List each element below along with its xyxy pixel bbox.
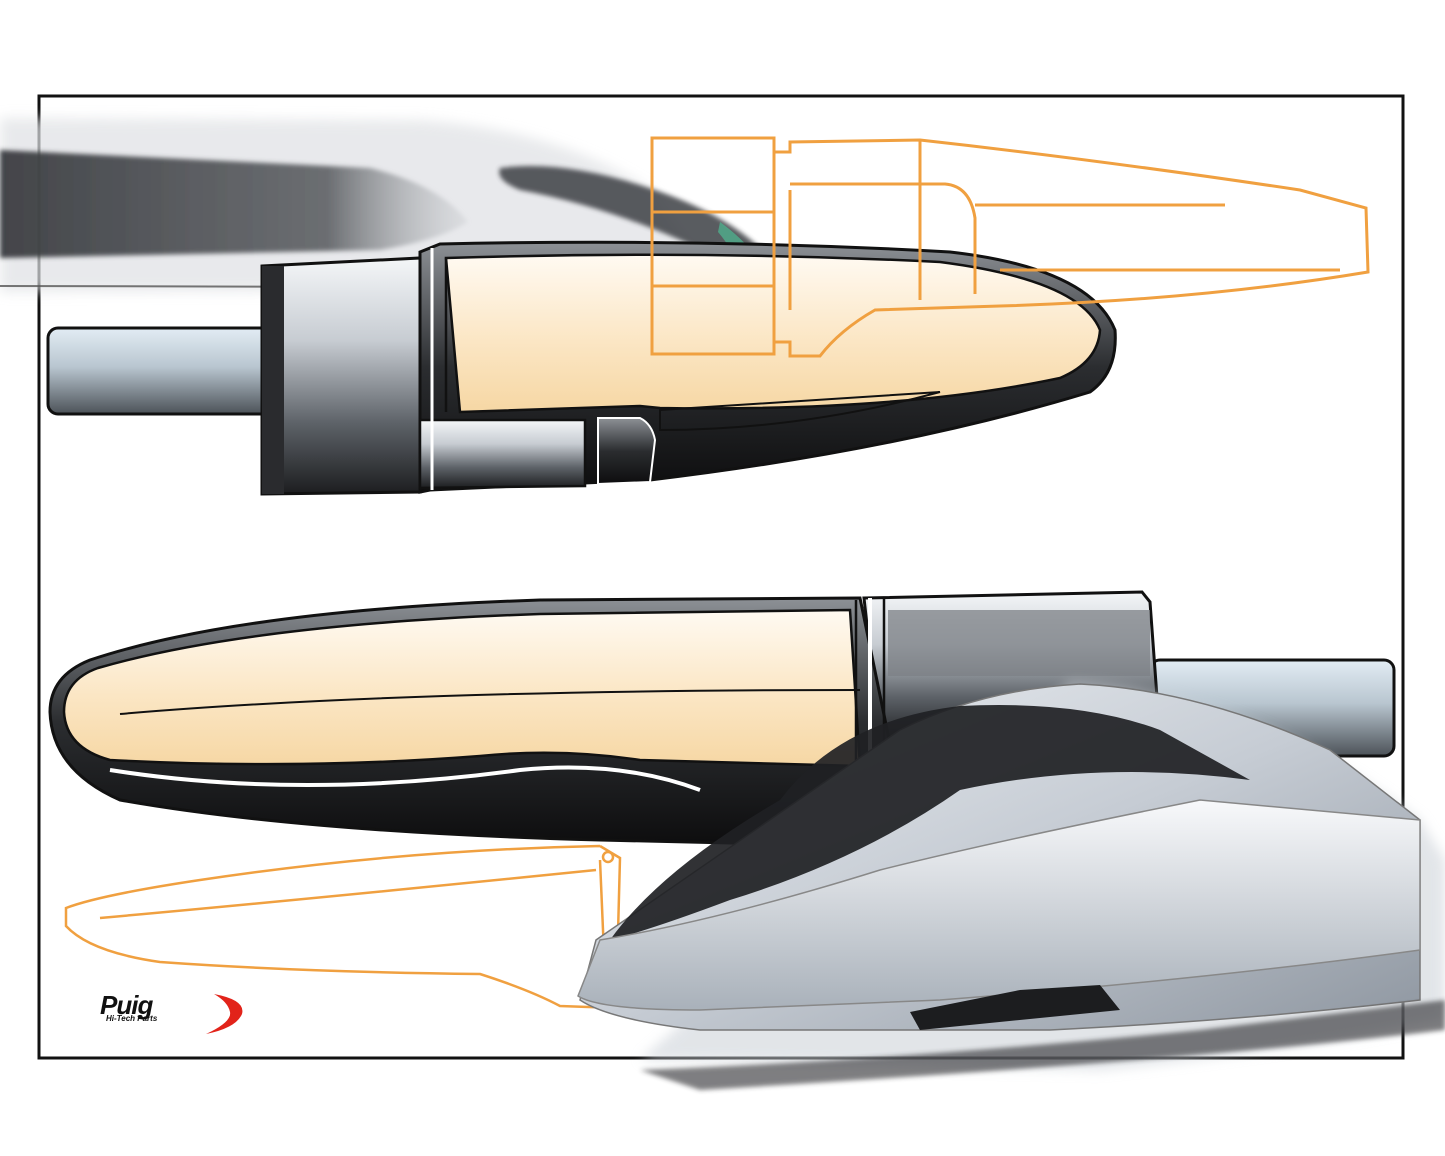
top-orange-wireframe: [650, 136, 1370, 358]
puig-logo: Puig Hi-Tech Parts: [96, 990, 266, 1032]
logo-tagline: Hi-Tech Parts: [106, 1014, 158, 1023]
puig-logo-swoosh-icon: [206, 994, 243, 1034]
high-speed-train-illustration: [577, 682, 1445, 1090]
bottom-orange-wireframe: [64, 844, 622, 1010]
logo-wordmark: Puig: [100, 990, 153, 1020]
